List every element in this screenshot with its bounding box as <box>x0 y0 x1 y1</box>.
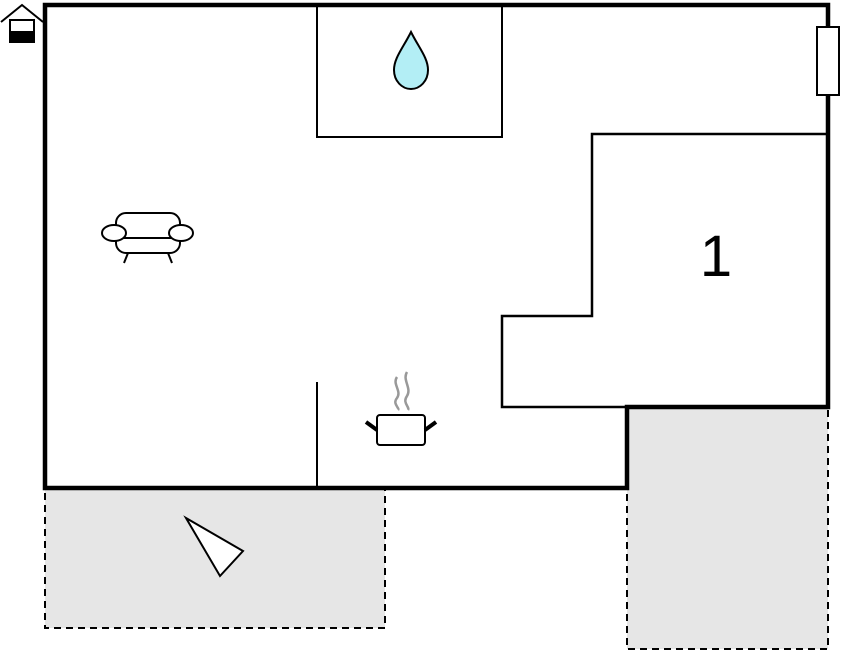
radiator-icon <box>816 26 840 96</box>
sofa-icon <box>101 212 194 264</box>
garden-area <box>626 406 829 650</box>
room-number: 1 <box>700 224 732 289</box>
cooking-pot-icon <box>364 371 438 446</box>
outer-wall <box>42 2 831 491</box>
water-drop-icon <box>392 29 430 91</box>
entrance-icon <box>0 3 44 43</box>
compass-arrow-icon <box>183 515 245 578</box>
bathroom-walls <box>316 5 503 138</box>
bedroom-walls <box>500 132 828 409</box>
